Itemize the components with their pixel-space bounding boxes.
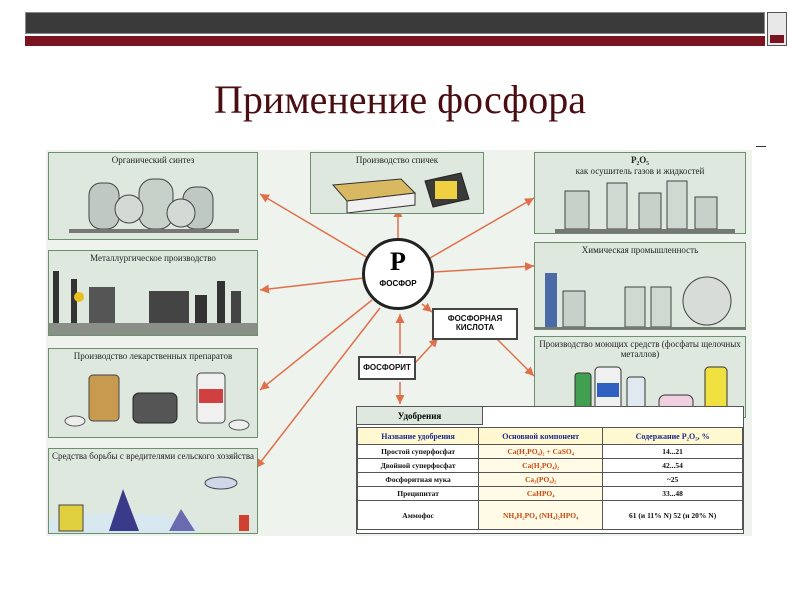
fert-content: 42...54 xyxy=(602,458,743,473)
fert-content: 61 (и 11% N) 52 (и 20% N) xyxy=(602,500,743,530)
panel-organic-title: Органический синтез xyxy=(111,155,195,165)
fert-name: Двойной суперфосфат xyxy=(356,458,480,473)
panel-metallurgy-title: Металлургическое производство xyxy=(90,253,216,263)
panel-medicine: Производство лекарственных препаратов xyxy=(48,348,258,438)
table-row: Двойной суперфосфат Ca(H₂PO₄)₂ 42...54 xyxy=(356,458,743,473)
panel-organic-synthesis: Органический синтез xyxy=(48,152,258,240)
fert-header-component: Основной компонент xyxy=(478,427,604,445)
phosphorus-symbol: P xyxy=(390,247,406,276)
arrow-to-acid xyxy=(421,302,433,313)
arrow-acid-to-detergents xyxy=(495,337,535,377)
panel-pest-title: Средства борьбы с вредителями сельского … xyxy=(52,451,254,461)
fert-component: NH₄H₂PO₄ (NH₄)₂HPO₄ xyxy=(478,500,604,530)
panel-chemistry-title: Химическая промышленность xyxy=(581,245,699,255)
fert-component: CaHPO₄ xyxy=(478,486,604,501)
phosphorus-name: ФОСФОР xyxy=(379,279,417,288)
slide-header-bar xyxy=(25,12,787,48)
drying-columns-icon xyxy=(555,180,735,233)
fert-component: Ca(H₂PO₄)₂ + CaSO₄ xyxy=(478,444,604,459)
panel-p2o5-caption: как осушитель газов и жидкостей xyxy=(575,166,705,176)
header-corner-square xyxy=(767,12,787,46)
chemical-plant-icon xyxy=(535,273,745,329)
header-dark-strip xyxy=(25,12,765,34)
table-row: Простой суперфосфат Ca(H₂PO₄)₂ + CaSO₄ 1… xyxy=(356,444,743,459)
arrow-to-metallurgy xyxy=(259,277,365,294)
matchbox-icon xyxy=(331,172,470,213)
fertilizers-title: Удобрения xyxy=(357,407,483,425)
panel-matches-title: Производство спичек xyxy=(355,155,439,165)
table-row: Преципитат CaHPO₄ 33...48 xyxy=(356,486,743,501)
panel-detergents: Производство моющих средств (фосфаты щел… xyxy=(534,336,746,418)
fert-header-content: Содержание P₂O₅, % xyxy=(602,427,743,445)
table-row: Фосфоритная мука Ca₃(PO₄)₂ ~25 xyxy=(356,472,743,487)
arrow-to-organic xyxy=(259,193,369,259)
fertilizers-table-panel: Удобрения Название удобрения Основной ко… xyxy=(356,406,744,534)
panel-medicine-title: Производство лекарственных препаратов xyxy=(73,351,233,361)
fert-name: Фосфоритная мука xyxy=(356,472,480,487)
arrow-to-pest xyxy=(255,307,381,469)
phosphorus-node: P ФОСФОР xyxy=(362,238,434,310)
arrow-to-p2o5 xyxy=(429,197,535,259)
panel-chemistry: Химическая промышленность xyxy=(534,242,746,330)
arrow-to-chemistry xyxy=(433,262,535,273)
table-row: Аммофос NH₄H₂PO₄ (NH₄)₂HPO₄ 61 (и 11% N)… xyxy=(356,500,743,530)
fert-content: ~25 xyxy=(602,472,743,487)
panel-metallurgy: Металлургическое производство xyxy=(48,250,258,336)
slide-title: Применение фосфора xyxy=(214,77,586,122)
factory-icon xyxy=(49,271,257,335)
fert-header-name: Название удобрения xyxy=(356,427,480,445)
panel-p2o5: P₂O₅ как осушитель газов и жидкостей xyxy=(534,152,746,234)
fert-component: Ca(H₂PO₄)₂ xyxy=(478,458,604,473)
medicine-bottles-icon xyxy=(64,372,250,431)
fert-name: Преципитат xyxy=(356,486,480,501)
corner-dash xyxy=(756,146,766,147)
fertilizers-table: Название удобрения Основной компонент Со… xyxy=(356,427,743,530)
fert-name: Простой суперфосфат xyxy=(356,444,480,459)
phosphoric-acid-box: ФОСФОРНАЯ КИСЛОТА xyxy=(432,308,518,340)
panel-p2o5-formula: P₂O₅ xyxy=(631,155,649,165)
panel-pest-control: Средства борьбы с вредителями сельского … xyxy=(48,448,258,534)
arrow-to-medicine xyxy=(259,299,373,391)
fert-name: Аммофос xyxy=(356,500,480,530)
fert-component: Ca₃(PO₄)₂ xyxy=(478,472,604,487)
detergent-bottles-icon xyxy=(574,366,728,412)
panel-matches: Производство спичек xyxy=(310,152,484,214)
chemical-tanks-icon xyxy=(69,178,239,233)
phosphorite-box: ФОСФОРИТ xyxy=(358,356,416,380)
header-accent-strip xyxy=(25,36,765,46)
phosphorus-uses-diagram: Органический синтез Металлургическое про… xyxy=(46,150,752,536)
fert-content: 33...48 xyxy=(602,486,743,501)
panel-detergents-title: Производство моющих средств (фосфаты щел… xyxy=(539,339,741,359)
arrow-phosphorite-to-acid xyxy=(415,337,439,363)
fert-content: 14...21 xyxy=(602,444,743,459)
crop-spraying-icon xyxy=(49,476,249,533)
diagram-arrows xyxy=(255,193,535,469)
